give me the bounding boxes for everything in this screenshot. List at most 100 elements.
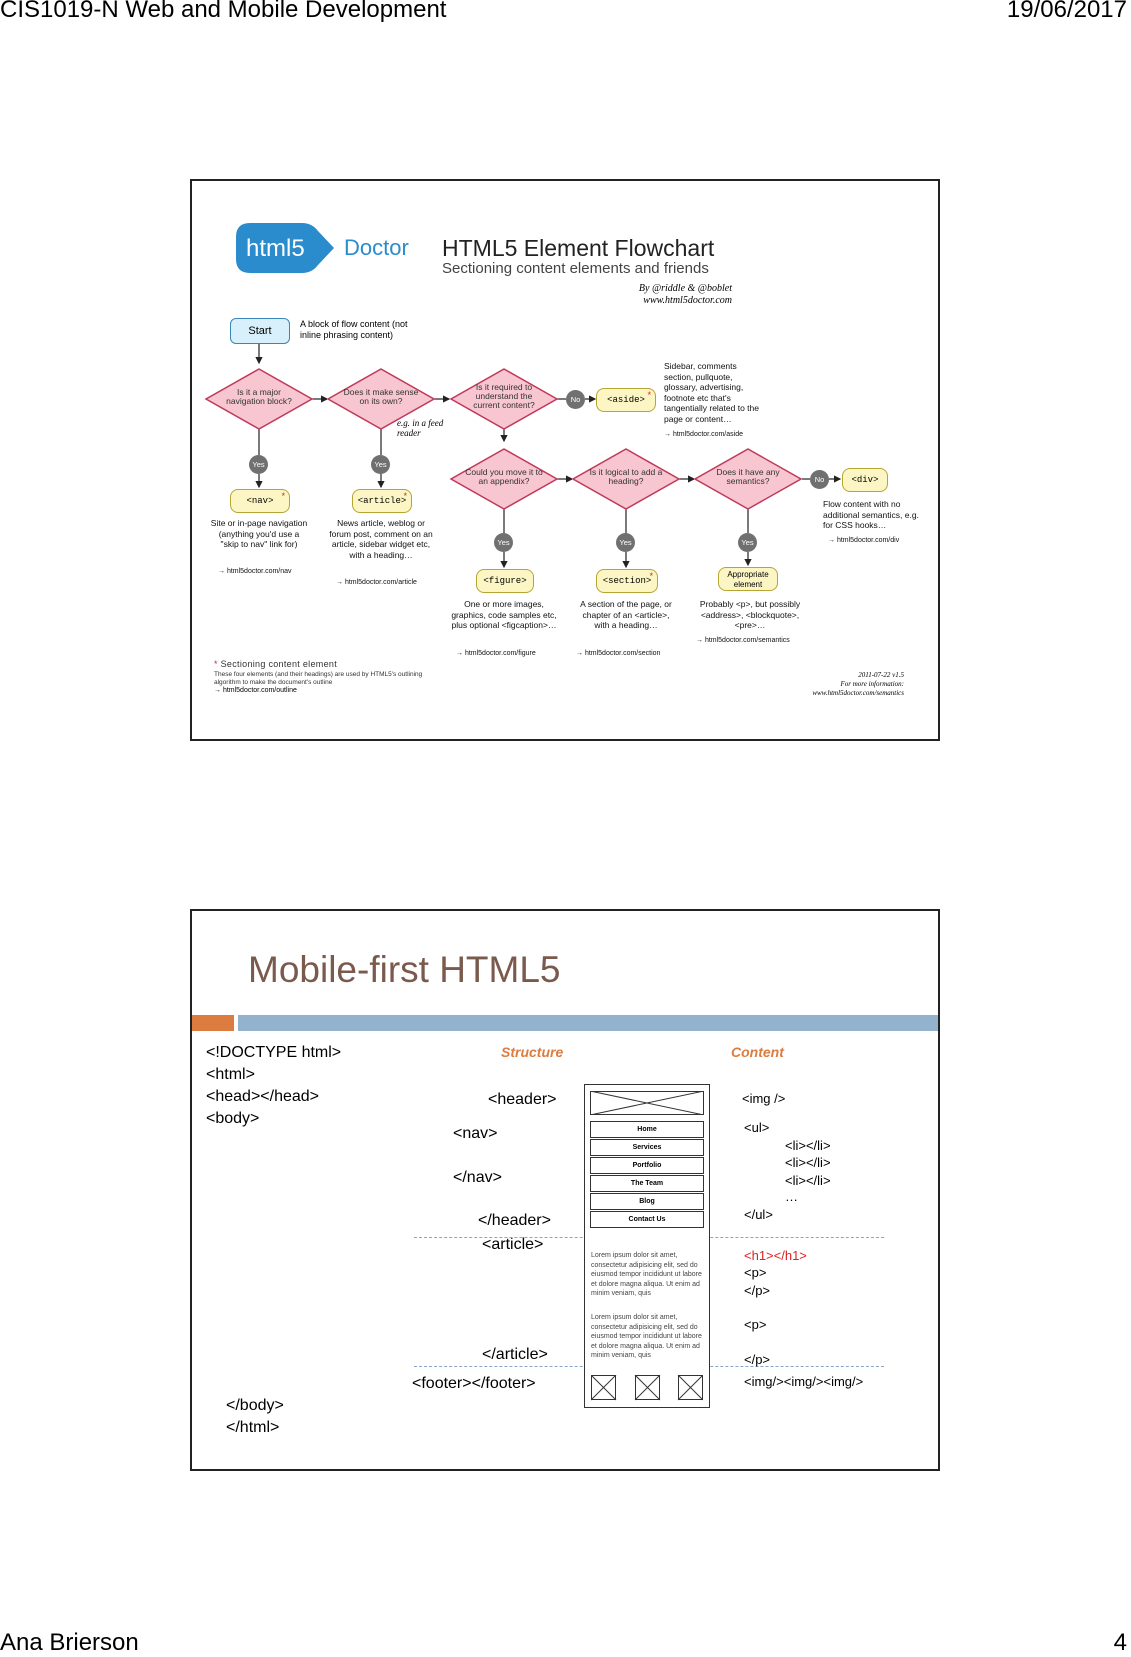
header-close-code: </header>: [478, 1212, 551, 1229]
legend-link: → html5doctor.com/outline: [214, 687, 297, 694]
no-marker: No: [566, 390, 585, 409]
mobile-wireframe: Home Services Portfolio The Team Blog Co…: [584, 1084, 710, 1408]
content-ul-open: <ul>: [744, 1120, 770, 1135]
legend-asterisk: *: [214, 659, 218, 669]
article-element-box: <article> *: [352, 489, 412, 513]
sectioning-asterisk: *: [402, 492, 408, 502]
version-text: 2011-07-22 v1.5: [858, 671, 904, 679]
footer-code: <footer></footer>: [412, 1375, 536, 1392]
content-li: <li></li>: [785, 1138, 831, 1153]
diamond-aside: [449, 368, 559, 430]
slide-html5-flowchart: html5 Doctor HTML5 Element Flowchart Sec…: [190, 179, 940, 741]
html5-logo: html5: [236, 223, 334, 273]
byline-authors: By @riddle & @boblet: [638, 283, 732, 294]
flowchart-byline: By @riddle & @boblet www.html5doctor.com: [622, 283, 732, 307]
content-h1: <h1></h1>: [744, 1248, 807, 1263]
structure-heading: Structure: [501, 1044, 564, 1060]
byline-url: www.html5doctor.com: [643, 295, 732, 306]
div-element-label: <div>: [851, 475, 879, 485]
article-paragraph-2: Lorem ipsum dolor sit amet, consectetur …: [591, 1314, 702, 1359]
content-p-open: <p>: [744, 1317, 767, 1332]
article-close-code: </article>: [482, 1346, 548, 1363]
more-info-text: For more information:: [840, 680, 904, 688]
slide-mobile-first: Mobile-first HTML5 <!DOCTYPE html> <html…: [190, 909, 940, 1471]
aside-link: → html5doctor.com/aside: [664, 431, 743, 438]
figure-element-box: <figure>: [476, 569, 534, 593]
title-accent-orange: [192, 1015, 234, 1031]
nav-close-code: </nav>: [453, 1169, 502, 1186]
header-image-placeholder: [590, 1091, 704, 1115]
content-p-close: </p>: [744, 1352, 771, 1367]
start-note: A block of flow content (not inline phra…: [300, 319, 408, 340]
diamond-semantics: [693, 448, 803, 510]
article-description: News article, weblog or forum post, comm…: [329, 518, 433, 560]
content-li: <li></li>: [785, 1155, 831, 1170]
yes-marker: Yes: [371, 455, 390, 474]
logo-doctor: Doctor: [344, 235, 409, 260]
header-open-code: <header>: [488, 1091, 557, 1108]
more-info-link: www.html5doctor.com/semantics: [812, 689, 904, 697]
sectioning-asterisk: *: [646, 391, 652, 401]
head-code: <head></head>: [206, 1088, 320, 1105]
logo-text: html5: [246, 235, 305, 262]
nav-link: → html5doctor.com/nav: [218, 568, 292, 575]
question-figure: Could you move it to an appendix?: [465, 467, 543, 486]
content-ellipsis: …: [785, 1189, 798, 1204]
sectioning-asterisk: *: [280, 492, 286, 502]
figure-element-label: <figure>: [483, 576, 527, 586]
figure-link: → html5doctor.com/figure: [456, 650, 536, 657]
feed-reader-note: e.g. in a feed reader: [397, 418, 444, 438]
article-link: → html5doctor.com/article: [336, 579, 417, 586]
nav-description: Site or in-page navigation (anything you…: [210, 518, 308, 549]
diamond-section: [571, 448, 681, 510]
html-open-code: <html>: [206, 1066, 255, 1083]
content-heading: Content: [731, 1044, 784, 1060]
title-accent-blue: [238, 1015, 938, 1031]
yes-marker: Yes: [494, 533, 513, 552]
section-link: → html5doctor.com/section: [576, 650, 661, 657]
legend-text: These four elements (and their headings)…: [214, 671, 423, 686]
div-description: Flow content with no additional semantic…: [823, 499, 919, 530]
question-article: Does it make sense on its own?: [343, 387, 419, 406]
yes-marker: Yes: [738, 533, 757, 552]
slide-title: Mobile-first HTML5: [248, 949, 561, 990]
body-close-code: </body>: [226, 1397, 284, 1414]
article-open-code: <article>: [482, 1236, 544, 1253]
article-paragraph-1: Lorem ipsum dolor sit amet, consectetur …: [591, 1252, 702, 1297]
yes-marker: Yes: [616, 533, 635, 552]
section-element-label: <section>: [602, 576, 652, 586]
aside-element-label: <aside>: [607, 395, 645, 405]
diamond-article: [326, 368, 436, 430]
nav-open-code: <nav>: [453, 1125, 498, 1142]
no-marker: No: [810, 470, 829, 489]
div-link: → html5doctor.com/div: [828, 537, 900, 544]
legend-title: * Sectioning content element: [214, 659, 337, 669]
html-close-code: </html>: [226, 1419, 280, 1436]
nav-item-contact: Contact Us: [590, 1211, 704, 1228]
question-nav: Is it a major navigation block?: [226, 387, 292, 406]
diamond-figure: [449, 448, 559, 510]
div-element-box: <div>: [842, 468, 888, 492]
semantics-link: → html5doctor.com/semantics: [696, 637, 790, 644]
section-element-box: <section> *: [596, 569, 658, 593]
section-description: A section of the page, or chapter of an …: [580, 599, 672, 630]
body-open-code: <body>: [206, 1110, 260, 1127]
document-footer-author: Ana Brierson: [0, 1629, 139, 1656]
flowchart-version: 2011-07-22 v1.5 For more information: ww…: [752, 671, 904, 698]
appropriate-description: Probably <p>, but possibly <address>, <b…: [699, 599, 801, 630]
doctype-code: <!DOCTYPE html>: [206, 1044, 342, 1061]
nav-item-services: Services: [590, 1139, 704, 1156]
document-header-course: CIS1019-N Web and Mobile Development: [0, 0, 447, 23]
content-img: <img />: [742, 1091, 786, 1106]
start-node: Start: [230, 318, 290, 344]
nav-item-team: The Team: [590, 1175, 704, 1192]
nav-item-home: Home: [590, 1121, 704, 1138]
question-semantics: Does it have any semantics?: [716, 467, 780, 486]
sectioning-asterisk: *: [648, 572, 654, 582]
nav-item-blog: Blog: [590, 1193, 704, 1210]
content-footer-imgs: <img/><img/><img/>: [744, 1374, 864, 1389]
aside-description: Sidebar, comments section, pullquote, gl…: [664, 361, 759, 424]
flowchart-title: HTML5 Element Flowchart: [442, 235, 715, 261]
flowchart-connectors: [204, 344, 842, 569]
aside-element-box: <aside> *: [596, 388, 656, 412]
